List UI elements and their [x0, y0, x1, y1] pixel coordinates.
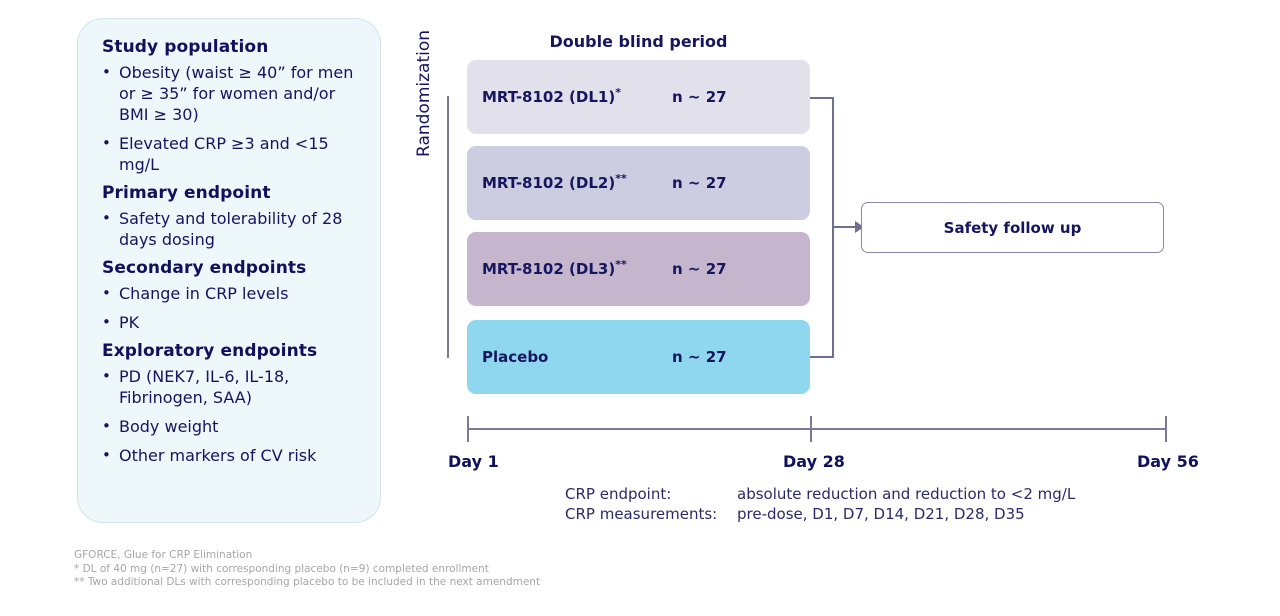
footnote-marker: ** — [615, 172, 627, 185]
crp-notes: CRP endpoint: absolute reduction and redu… — [565, 484, 1075, 524]
bullet-text: Safety and tolerability of 28 days dosin… — [119, 209, 343, 249]
treatment-arm-box: Placebo n ~ 27 — [467, 320, 810, 394]
bullet-item: • Obesity (waist ≥ 40” for men or ≥ 35” f… — [102, 62, 362, 125]
crp-note-row: CRP measurements: pre-dose, D1, D7, D14, … — [565, 504, 1075, 524]
timeline-tick-label: Day 1 — [448, 452, 499, 471]
bullet-text: PK — [119, 313, 140, 332]
bullet-dot-icon: • — [102, 134, 111, 152]
treatment-arm-name: MRT-8102 (DL3) — [482, 260, 616, 278]
followup-arrow-line — [834, 226, 860, 228]
footnote-marker: ** — [615, 258, 627, 271]
crp-note-row: CRP endpoint: absolute reduction and redu… — [565, 484, 1075, 504]
bullet-text: Change in CRP levels — [119, 284, 289, 303]
footnote-line: ** Two additional DLs with corresponding… — [74, 576, 541, 588]
timeline-tick-label: Day 28 — [783, 452, 845, 471]
timeline-tick — [1165, 416, 1167, 442]
section-heading: Exploratory endpoints — [102, 341, 318, 361]
bullet-text: Obesity (waist ≥ 40” for men or ≥ 35” fo… — [119, 63, 354, 124]
bullet-dot-icon: • — [102, 63, 111, 81]
treatment-arm-sample-size: n ~ 27 — [672, 174, 727, 192]
safety-follow-up-label: Safety follow up — [943, 218, 1082, 237]
bullet-item: • Other markers of CV risk — [102, 445, 362, 466]
section-heading: Study population — [102, 37, 269, 57]
crp-note-value: absolute reduction and reduction to <2 m… — [737, 485, 1076, 503]
bullet-text: Elevated CRP ≥3 and <15 mg/L — [119, 134, 329, 174]
bullet-item: • Elevated CRP ≥3 and <15 mg/L — [102, 133, 362, 175]
bullet-item: • PK — [102, 312, 362, 333]
followup-arrow-icon — [855, 221, 864, 233]
footnote-marker: * — [615, 86, 621, 99]
bullet-dot-icon: • — [102, 313, 111, 331]
bullet-dot-icon: • — [102, 209, 111, 227]
crp-note-key: CRP measurements: — [565, 505, 718, 523]
treatment-arm-name: Placebo — [482, 348, 549, 366]
treatment-arm-name: MRT-8102 (DL2) — [482, 174, 616, 192]
section-heading: Primary endpoint — [102, 183, 271, 203]
footnote-line: GFORCE, Glue for CRP Elimination — [74, 549, 253, 561]
arms-to-followup-bracket — [810, 97, 834, 358]
bullet-dot-icon: • — [102, 417, 111, 435]
bullet-item: • PD (NEK7, IL-6, IL-18, Fibrinogen, SAA) — [102, 366, 362, 408]
double-blind-period-title: Double blind period — [549, 32, 728, 51]
bullet-dot-icon: • — [102, 284, 111, 302]
treatment-arm-box: MRT-8102 (DL3)**n ~ 27 — [467, 232, 810, 306]
timeline-tick — [810, 416, 812, 442]
treatment-arm-label: Placebo — [482, 348, 672, 366]
safety-follow-up-box: Safety follow up — [861, 202, 1164, 253]
footnote-line: * DL of 40 mg (n=27) with corresponding … — [74, 562, 489, 575]
section-heading: Secondary endpoints — [102, 258, 307, 278]
timeline-tick — [467, 416, 469, 442]
bullet-dot-icon: • — [102, 367, 111, 385]
treatment-arm-label: MRT-8102 (DL1)* — [482, 86, 672, 106]
treatment-arm-label: MRT-8102 (DL3)** — [482, 258, 672, 278]
bullet-item: • Change in CRP levels — [102, 283, 362, 304]
treatment-arm-label: MRT-8102 (DL2)** — [482, 172, 672, 192]
treatment-arm-name: MRT-8102 (DL1) — [482, 88, 616, 106]
bullet-dot-icon: • — [102, 446, 111, 464]
treatment-arm-sample-size: n ~ 27 — [672, 260, 727, 278]
treatment-arm-sample-size: n ~ 27 — [672, 88, 727, 106]
bullet-item: • Body weight — [102, 416, 362, 437]
timeline-axis — [467, 428, 1166, 430]
treatment-arm-sample-size: n ~ 27 — [672, 348, 727, 366]
randomization-label: Randomization — [414, 29, 434, 157]
randomization-bracket-line — [447, 96, 449, 358]
study-summary-panel: Study population • Obesity (waist ≥ 40” fo… — [77, 18, 381, 523]
bullet-item: • Safety and tolerability of 28 days dosi… — [102, 208, 362, 250]
footnotes: GFORCE, Glue for CRP Elimination* DL of … — [74, 549, 540, 590]
crp-note-value: pre-dose, D1, D7, D14, D21, D28, D35 — [737, 505, 1025, 523]
timeline-tick-label: Day 56 — [1137, 452, 1199, 471]
crp-note-key: CRP endpoint: — [565, 485, 672, 503]
bullet-text: PD (NEK7, IL-6, IL-18, Fibrinogen, SAA) — [119, 367, 290, 407]
treatment-arm-box: MRT-8102 (DL2)**n ~ 27 — [467, 146, 810, 220]
bullet-text: Body weight — [119, 417, 219, 436]
bullet-text: Other markers of CV risk — [119, 446, 317, 465]
treatment-arm-box: MRT-8102 (DL1)*n ~ 27 — [467, 60, 810, 134]
